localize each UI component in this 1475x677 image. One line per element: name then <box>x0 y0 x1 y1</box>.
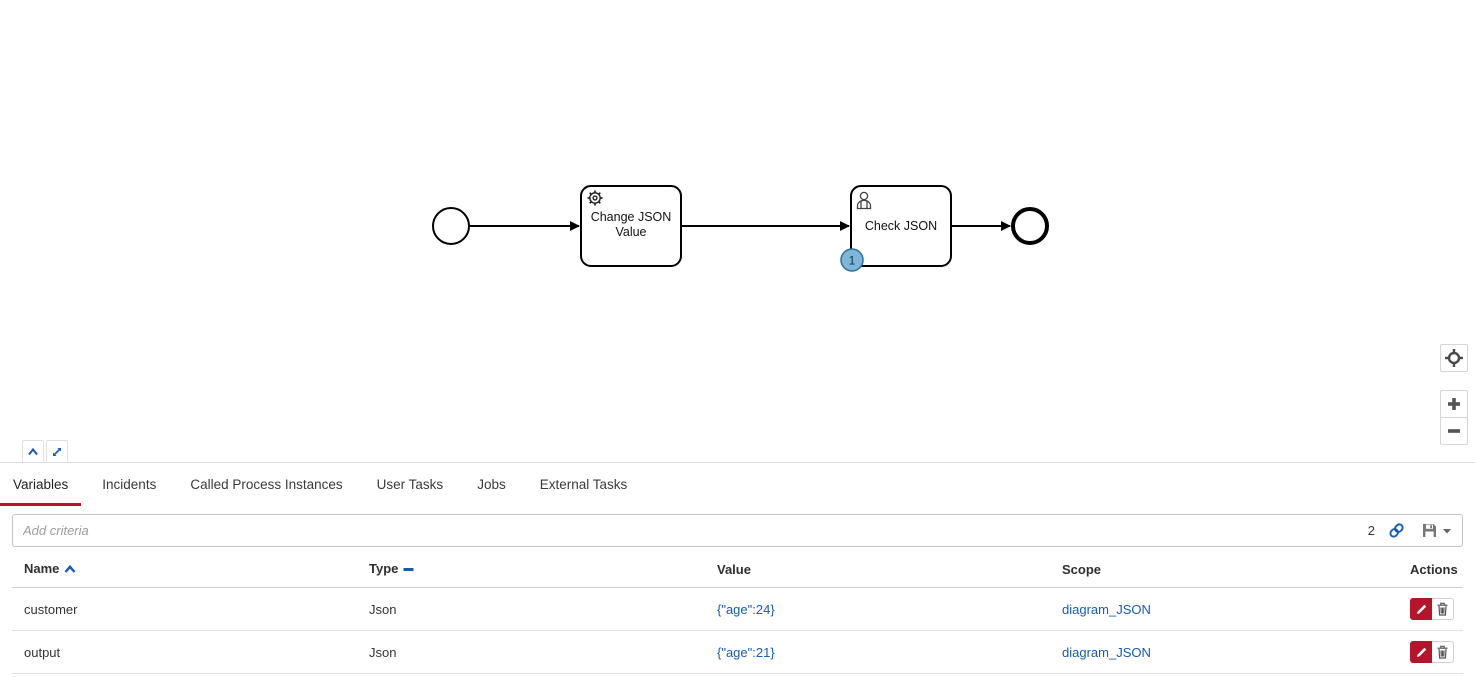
table-row: customer Json {"age":24} diagram_JSON <box>12 587 1463 631</box>
sort-none-icon[interactable] <box>403 562 414 577</box>
variable-type: Json <box>357 630 705 674</box>
service-task-gear-icon <box>587 190 603 206</box>
edit-variable-button[interactable] <box>1410 641 1432 663</box>
result-count: 2 <box>1367 523 1375 538</box>
variables-table: Name Type Value Scope Actions customer <box>12 552 1463 674</box>
save-icon <box>1423 524 1436 537</box>
bpmn-diagram-canvas[interactable]: Change JSON Value Check JSON 1 <box>0 0 1475 462</box>
variable-scope-link[interactable]: diagram_JSON <box>1062 644 1151 660</box>
copy-search-link-button[interactable] <box>1384 522 1409 539</box>
bpmn-diagram: Change JSON Value Check JSON 1 <box>432 185 1049 272</box>
pencil-icon <box>1416 647 1426 657</box>
reset-zoom-button[interactable] <box>1440 344 1468 372</box>
edit-variable-button[interactable] <box>1410 598 1432 620</box>
chevron-up-icon <box>28 447 38 455</box>
tab-variables[interactable]: Variables <box>0 463 82 506</box>
table-header-row: Name Type Value Scope Actions <box>12 552 1463 588</box>
plus-icon <box>1448 398 1460 410</box>
variable-type: Json <box>357 587 705 631</box>
crosshair-icon <box>1445 349 1463 367</box>
tab-jobs[interactable]: Jobs <box>477 477 506 492</box>
delete-variable-button[interactable] <box>1432 598 1454 620</box>
column-header-name[interactable]: Name <box>12 552 357 588</box>
tab-called-process-instances[interactable]: Called Process Instances <box>190 477 343 492</box>
caret-down-icon <box>1443 528 1451 533</box>
maximize-panel-button[interactable] <box>46 440 68 462</box>
user-task-person-icon <box>856 191 872 210</box>
tab-user-tasks[interactable]: User Tasks <box>376 477 444 492</box>
trash-icon <box>1437 645 1448 659</box>
variable-scope-link[interactable]: diagram_JSON <box>1062 601 1151 617</box>
link-icon <box>1389 523 1404 538</box>
zoom-in-button[interactable] <box>1440 390 1468 418</box>
delete-variable-button[interactable] <box>1432 641 1454 663</box>
column-header-value: Value <box>705 552 1050 588</box>
task1-label-line2: Value <box>615 225 646 239</box>
save-search-dropdown[interactable] <box>1421 522 1452 539</box>
pencil-icon <box>1416 604 1426 614</box>
variable-value-link[interactable]: {"age":24} <box>717 601 775 617</box>
minus-icon <box>1448 429 1460 433</box>
task-change-json-value[interactable]: Change JSON Value <box>580 185 682 267</box>
variable-search-box[interactable]: 2 <box>12 514 1463 547</box>
task2-label: Check JSON <box>865 219 937 233</box>
tab-external-tasks[interactable]: External Tasks <box>539 477 628 492</box>
variable-name: customer <box>12 587 357 631</box>
sort-asc-icon[interactable] <box>64 562 76 577</box>
collapse-panel-button[interactable] <box>22 440 44 462</box>
end-event[interactable] <box>1011 207 1049 245</box>
badge-count: 1 <box>849 254 856 268</box>
tab-bar: Variables Incidents Called Process Insta… <box>0 463 1475 506</box>
task1-label-line1: Change JSON <box>591 210 672 224</box>
variable-name: output <box>12 630 357 674</box>
variable-value-link[interactable]: {"age":21} <box>717 644 775 660</box>
start-event[interactable] <box>432 207 470 245</box>
activity-instance-badge[interactable]: 1 <box>840 248 864 272</box>
task-check-json[interactable]: Check JSON 1 <box>840 185 952 272</box>
column-header-actions: Actions <box>1398 552 1463 588</box>
tab-incidents[interactable]: Incidents <box>102 477 157 492</box>
table-row: output Json {"age":21} diagram_JSON <box>12 630 1463 674</box>
column-header-type[interactable]: Type <box>357 552 705 588</box>
search-criteria-input[interactable] <box>23 523 1362 538</box>
trash-icon <box>1437 602 1448 616</box>
expand-icon <box>53 447 61 456</box>
instance-detail-panel: Variables Incidents Called Process Insta… <box>0 462 1475 674</box>
zoom-out-button[interactable] <box>1440 417 1468 445</box>
column-header-scope: Scope <box>1050 552 1398 588</box>
